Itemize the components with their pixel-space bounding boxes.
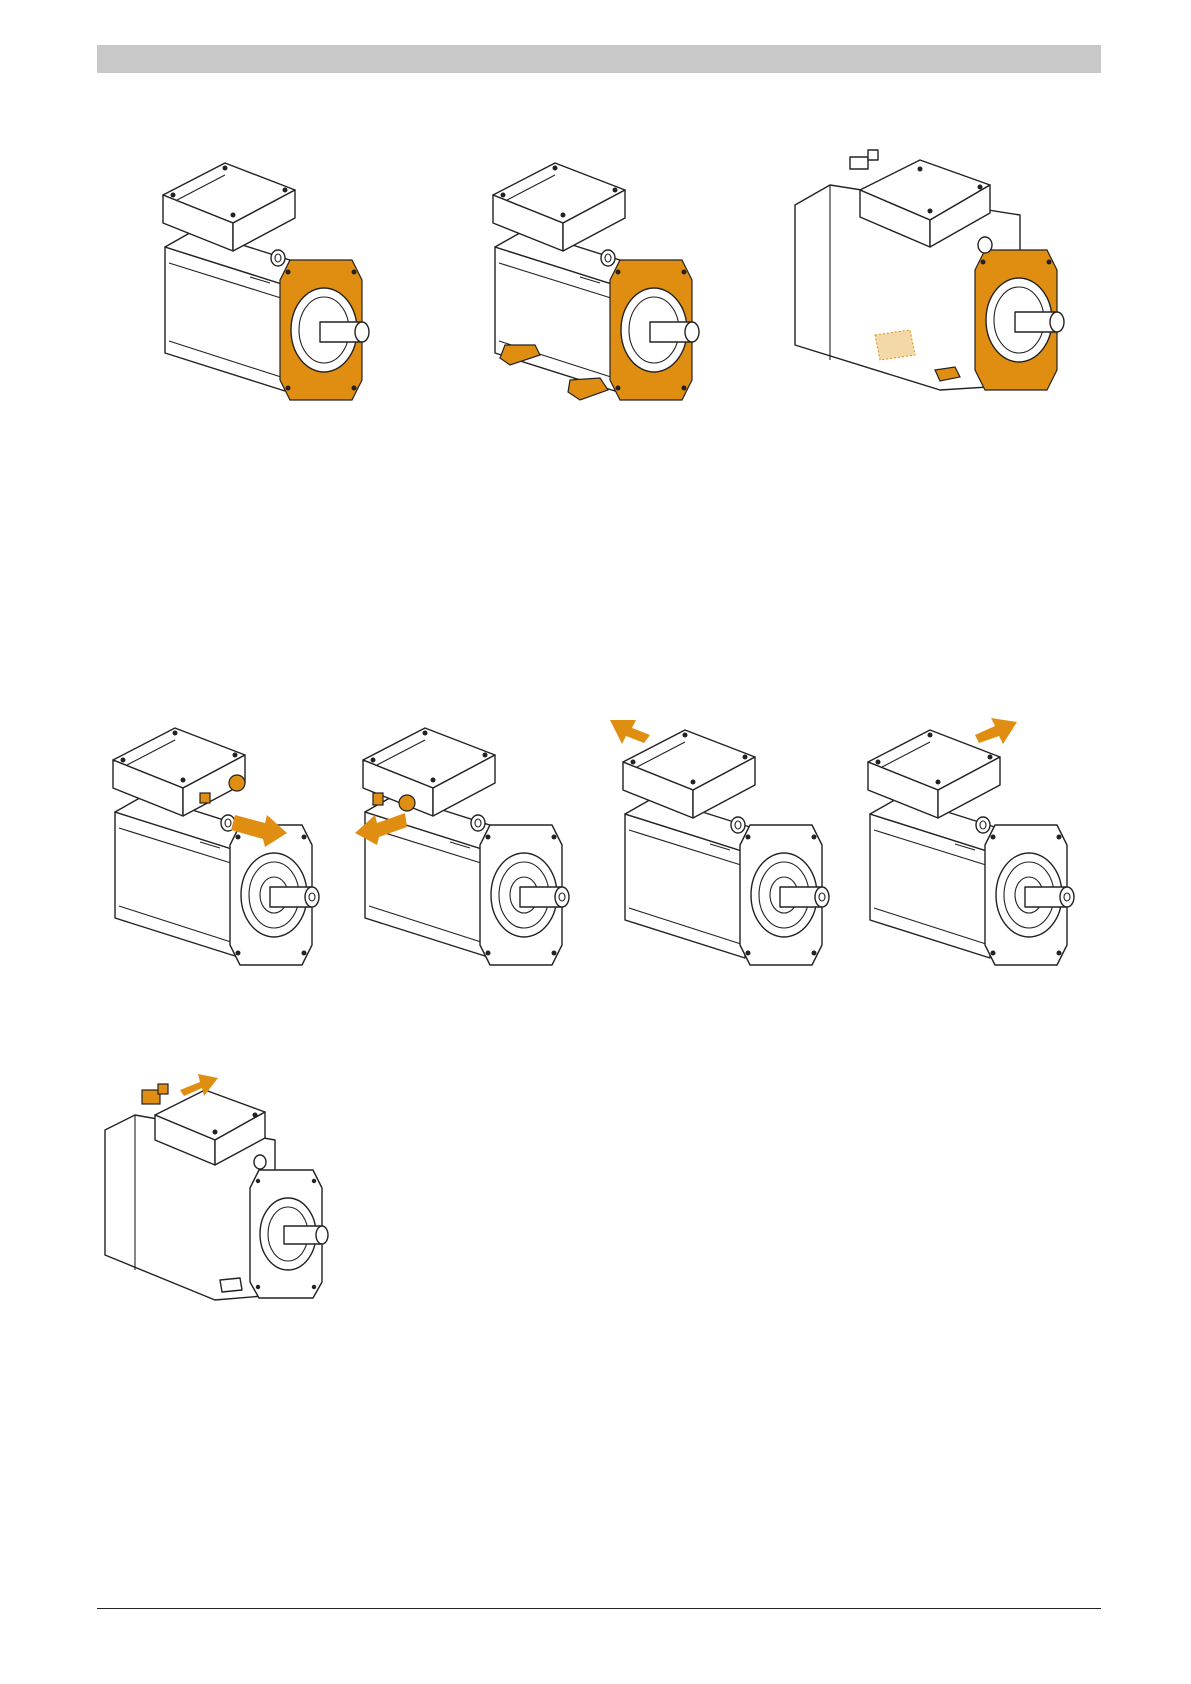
motor-figure-connector-left	[355, 715, 585, 975]
header-bar	[97, 45, 1101, 73]
motor-figure-terminal-box-up-right	[855, 700, 1085, 980]
footer-rule	[97, 1608, 1101, 1609]
large-motor-figure	[790, 145, 1080, 415]
motor-figure-terminal-box-up-left	[610, 700, 840, 980]
motor-figure-foot-flange	[480, 150, 720, 410]
motor-figure-connector-right	[105, 715, 335, 975]
large-motor-figure-encoder-plug	[100, 1060, 340, 1320]
motor-figure-flange	[150, 150, 390, 410]
